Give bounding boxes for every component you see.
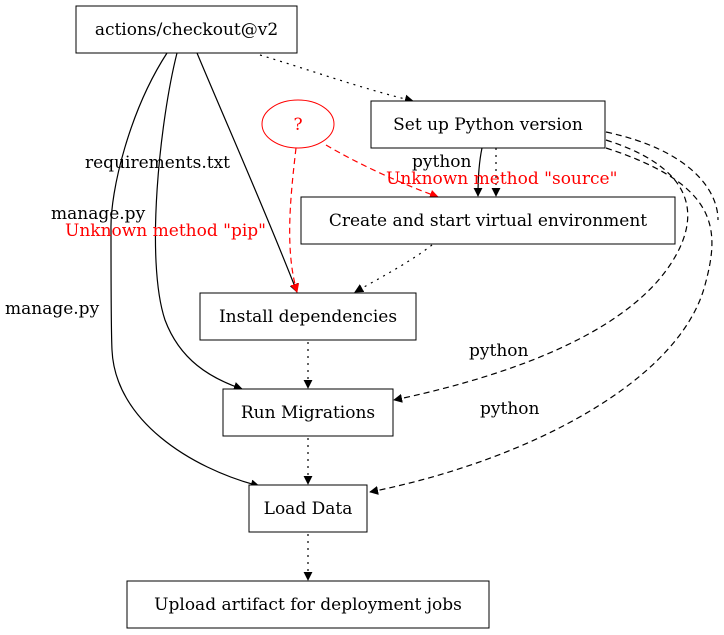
node-upload-artifact-label: Upload artifact for deployment jobs bbox=[154, 595, 462, 615]
node-checkout[interactable]: actions/checkout@v2 bbox=[75, 5, 298, 54]
node-upload-artifact[interactable]: Upload artifact for deployment jobs bbox=[126, 580, 490, 629]
edge-label-manage-py-migrations: manage.py bbox=[51, 204, 146, 224]
node-load-data-label: Load Data bbox=[264, 499, 353, 519]
edge-unknown-to-install bbox=[289, 147, 300, 293]
edge-label-python-load: python bbox=[480, 399, 540, 419]
node-checkout-label: actions/checkout@v2 bbox=[95, 20, 278, 40]
node-unknown-label: ? bbox=[293, 115, 302, 135]
edge-label-unknown-source: Unknown method "source" bbox=[386, 169, 617, 189]
node-setup-python[interactable]: Set up Python version bbox=[370, 100, 606, 149]
node-setup-python-label: Set up Python version bbox=[393, 115, 583, 135]
node-install-deps[interactable]: Install dependencies bbox=[199, 292, 417, 341]
edge-setup-python-extra bbox=[605, 131, 719, 221]
node-install-deps-label: Install dependencies bbox=[219, 307, 397, 327]
edge-setup-python-to-venv bbox=[473, 147, 483, 197]
edge-unknown-to-venv bbox=[325, 144, 439, 199]
node-run-migrations-label: Run Migrations bbox=[241, 403, 375, 423]
edge-checkout-to-setup-python bbox=[259, 54, 414, 104]
edge-checkout-to-migrations bbox=[154, 52, 243, 391]
edge-setup-python-to-load bbox=[369, 147, 713, 495]
node-run-migrations[interactable]: Run Migrations bbox=[222, 388, 394, 437]
edge-label-manage-py-load: manage.py bbox=[5, 299, 100, 319]
edge-venv-to-install bbox=[354, 244, 433, 293]
edge-label-python-venv: python bbox=[412, 152, 472, 172]
node-load-data[interactable]: Load Data bbox=[248, 484, 368, 533]
node-unknown[interactable]: ? bbox=[261, 99, 335, 149]
edge-label-python-migrations: python bbox=[469, 341, 529, 361]
edge-checkout-to-install bbox=[196, 52, 299, 293]
edge-checkout-to-load bbox=[110, 52, 260, 489]
node-create-venv-label: Create and start virtual environment bbox=[329, 211, 647, 231]
node-create-venv[interactable]: Create and start virtual environment bbox=[300, 196, 676, 245]
edge-label-requirements: requirements.txt bbox=[85, 153, 230, 173]
edge-label-unknown-pip: Unknown method "pip" bbox=[65, 221, 266, 241]
